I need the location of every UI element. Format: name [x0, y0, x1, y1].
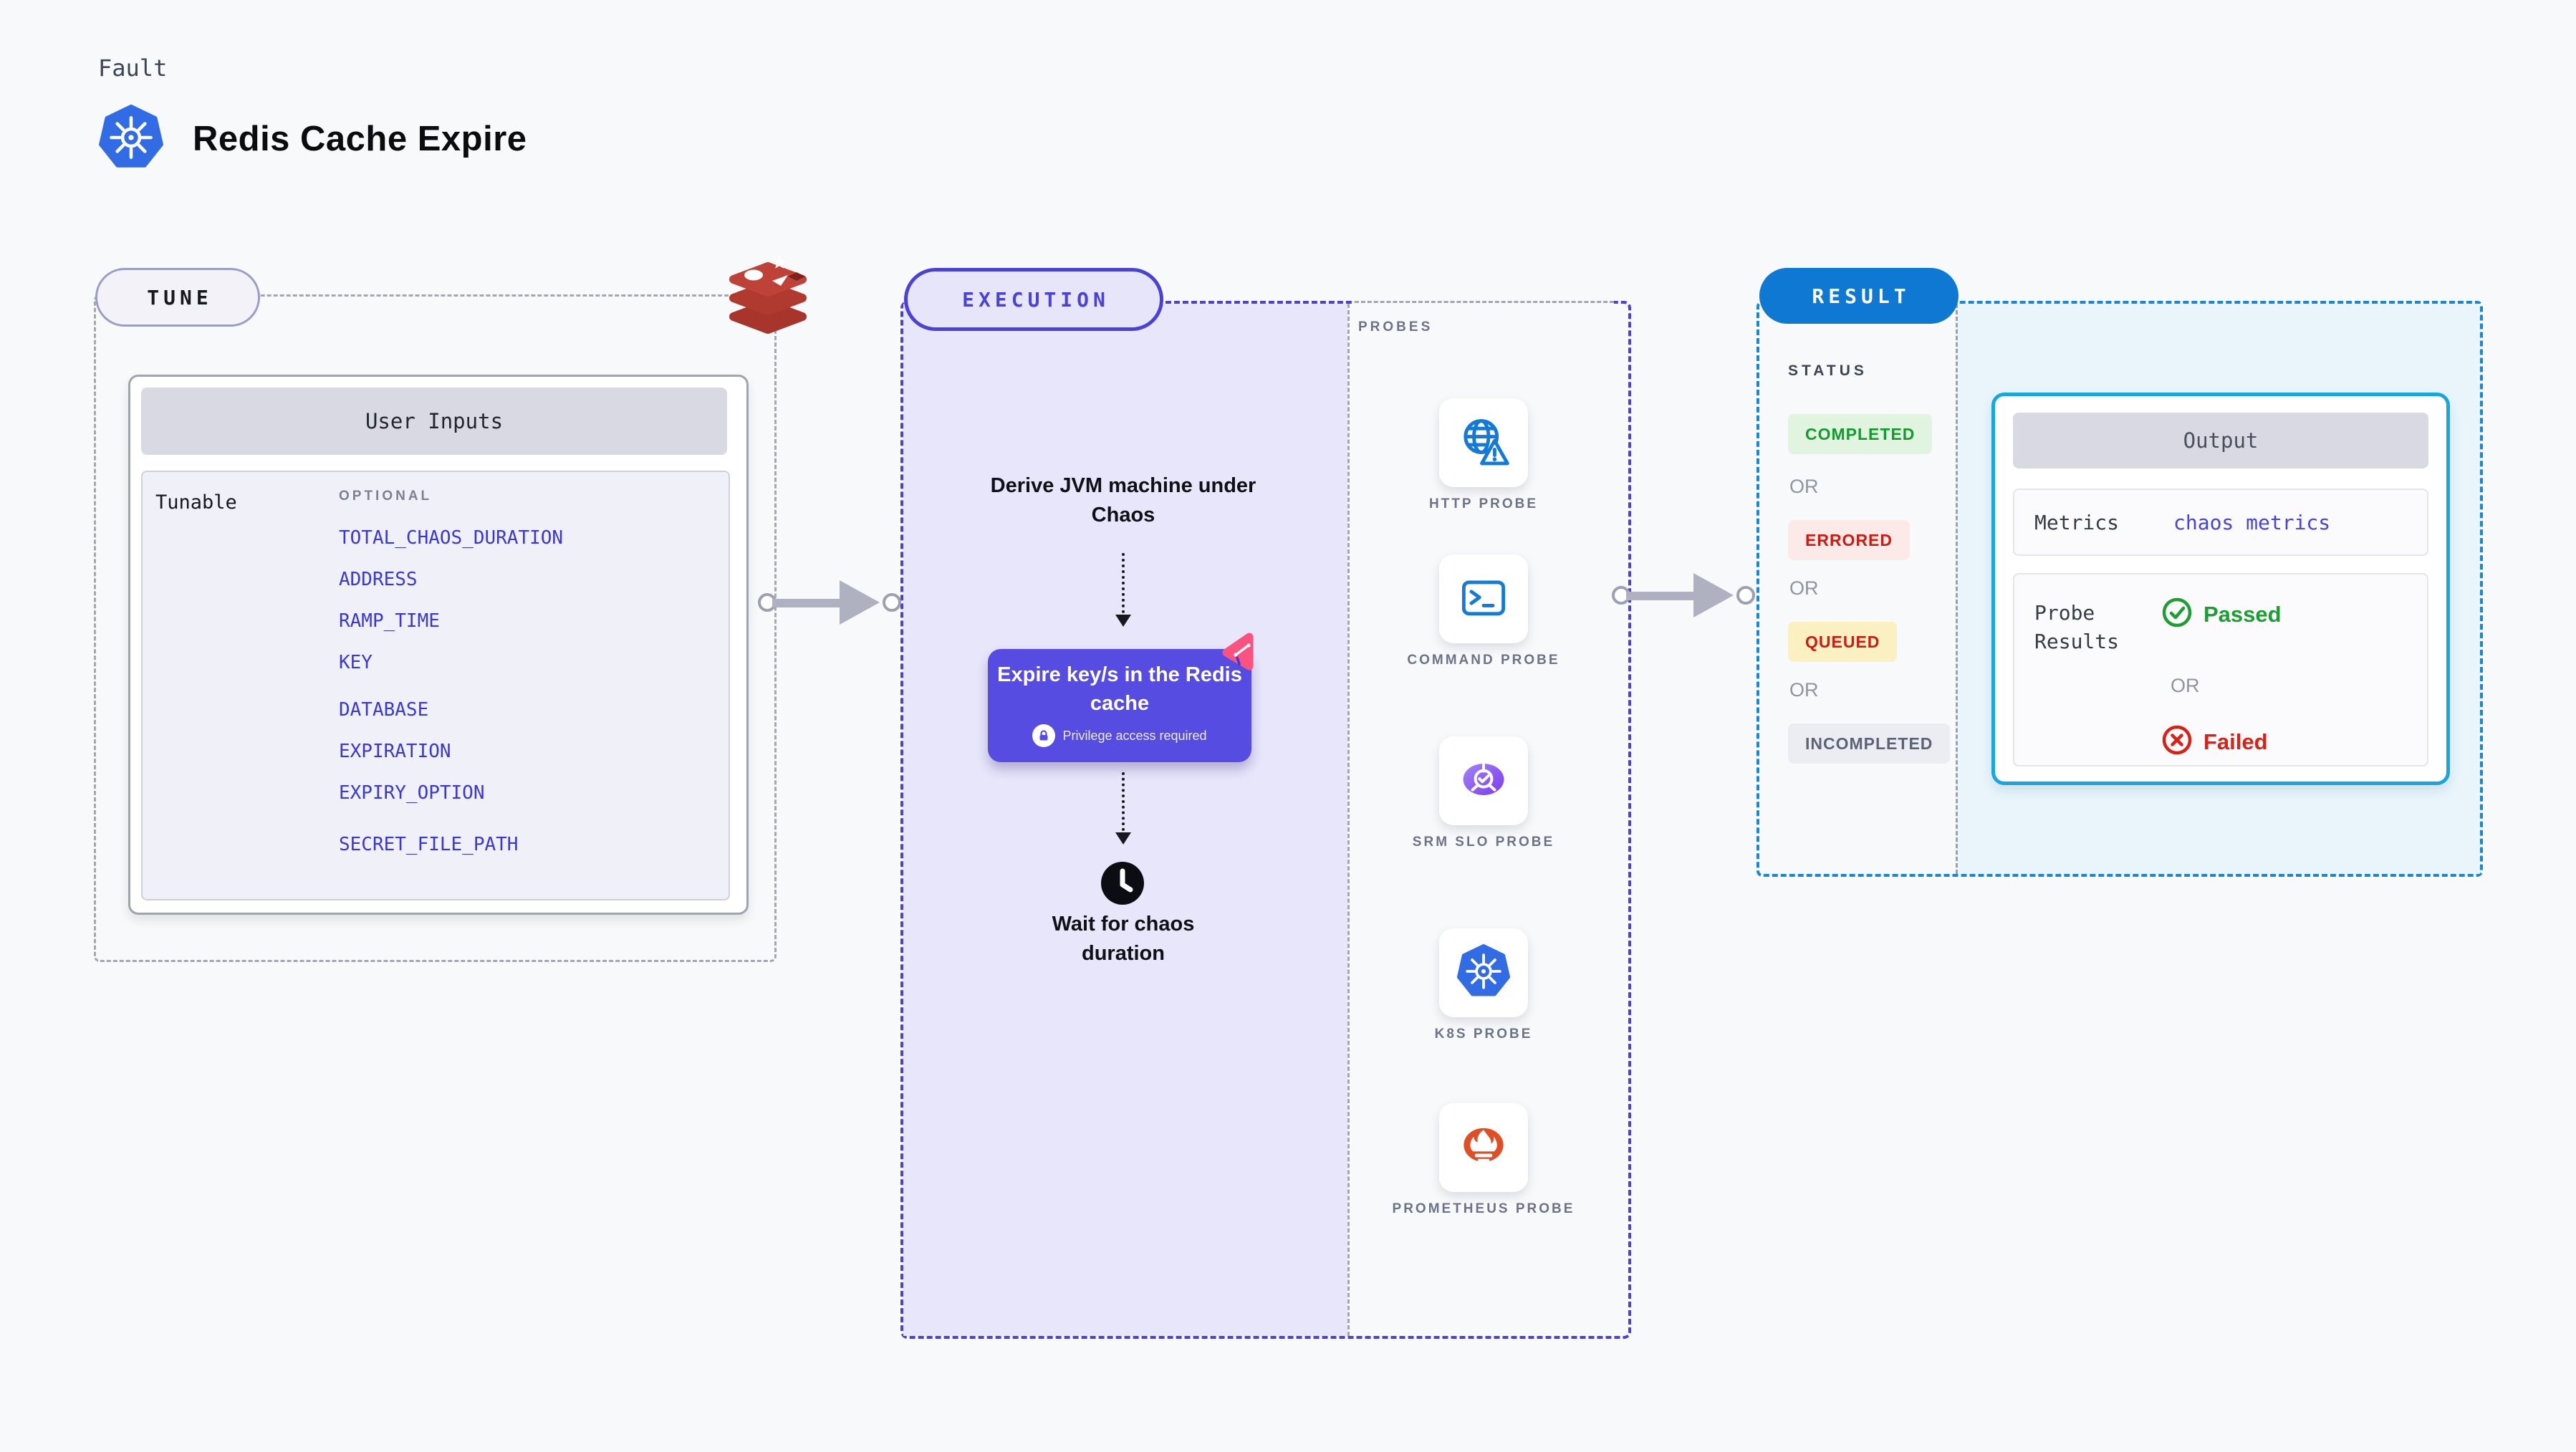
metrics-value[interactable]: chaos metrics: [2173, 510, 2331, 534]
tunable-item[interactable]: DATABASE: [339, 699, 429, 721]
flow-arrowhead: [1115, 615, 1131, 627]
probe-card-http[interactable]: [1439, 398, 1528, 487]
kubernetes-icon: [98, 104, 164, 174]
page-title-row: Redis Cache Expire: [98, 104, 527, 174]
chaos-flag-icon: [1218, 629, 1262, 677]
execution-to-result-arrow: [1612, 573, 1764, 623]
probe-label: SRM SLO PROBE: [1412, 835, 1555, 850]
connector-line: [1626, 592, 1698, 600]
probe-card-prometheus[interactable]: [1439, 1103, 1528, 1192]
slo-gauge-icon: [1456, 751, 1512, 811]
status-badge-completed: COMPLETED: [1788, 414, 1933, 454]
execution-step-wait: Wait for chaos duration: [1052, 913, 1195, 965]
tunable-item[interactable]: TOTAL_CHAOS_DURATION: [339, 527, 564, 549]
probe-results-row: Probe Results Passed OR Failed: [2013, 573, 2428, 766]
connector-line: [772, 599, 844, 607]
flow-dotted-line: [1122, 553, 1125, 613]
prometheus-icon: [1456, 1118, 1512, 1178]
x-circle-icon: [2161, 723, 2193, 760]
probe-card-srm-slo[interactable]: [1439, 736, 1528, 825]
execution-badge: EXECUTION: [904, 268, 1163, 331]
clock-icon: [1099, 860, 1146, 910]
execution-section-box: [900, 301, 1631, 1339]
or-separator: OR: [1789, 577, 1819, 599]
page-title: Redis Cache Expire: [193, 120, 527, 158]
connector-arrowhead: [1693, 573, 1734, 617]
probes-top-border: [1355, 301, 1614, 306]
probes-column-label: PROBES: [1358, 319, 1433, 335]
fault-action-card[interactable]: Expire key/s in the Redis cache Privileg…: [988, 649, 1251, 762]
failed-row: Failed: [2161, 723, 2268, 760]
or-separator: OR: [2171, 675, 2200, 696]
or-separator: OR: [1789, 679, 1819, 701]
tunable-item[interactable]: SECRET_FILE_PATH: [339, 834, 519, 855]
connector-arrowhead: [840, 580, 880, 625]
connector-end-node: [883, 593, 901, 612]
status-badge-queued: QUEUED: [1788, 622, 1898, 662]
probe-card-k8s[interactable]: [1439, 928, 1528, 1017]
probe-results-label: Probe Results: [2034, 601, 2120, 653]
tunable-item[interactable]: EXPIRY_OPTION: [339, 782, 485, 804]
failed-label: Failed: [2203, 729, 2268, 754]
flow-arrowhead: [1115, 832, 1131, 845]
flow-dotted-line: [1122, 772, 1125, 831]
probe-label: COMMAND PROBE: [1407, 653, 1560, 668]
tunable-row-label: Tunable: [155, 491, 237, 514]
or-separator: OR: [1789, 476, 1819, 497]
privilege-row: Privilege access required: [988, 724, 1251, 747]
optional-column-label: OPTIONAL: [339, 489, 433, 504]
check-circle-icon: [2161, 596, 2193, 633]
passed-label: Passed: [2203, 601, 2282, 627]
tunables-panel: [141, 471, 730, 900]
probe-card-command[interactable]: [1439, 554, 1528, 643]
kubernetes-icon: [1456, 943, 1511, 1002]
metrics-label: Metrics: [2034, 510, 2120, 534]
execution-step-derive: Derive JVM machine under Chaos: [990, 474, 1256, 527]
metrics-row: Metrics chaos metrics: [2013, 489, 2428, 556]
redis-icon: [718, 248, 818, 339]
passed-row: Passed: [2161, 596, 2282, 633]
lock-icon: [1032, 724, 1056, 747]
connector-end-node: [1736, 586, 1755, 605]
status-badge-incompleted: INCOMPLETED: [1788, 723, 1951, 764]
probe-label: HTTP PROBE: [1428, 496, 1539, 511]
fault-action-title: Expire key/s in the Redis cache: [997, 663, 1242, 715]
tunable-item[interactable]: EXPIRATION: [339, 741, 451, 762]
terminal-icon: [1456, 569, 1512, 629]
result-badge: RESULT: [1759, 268, 1959, 324]
page-kicker: Fault: [98, 54, 168, 82]
output-header: Output: [2013, 413, 2428, 468]
tune-section-box: [94, 294, 777, 962]
execution-flow-panel: [903, 304, 1347, 1336]
user-inputs-header: User Inputs: [141, 388, 727, 455]
status-column-label: STATUS: [1788, 362, 1868, 379]
probe-label: K8S PROBE: [1434, 1027, 1533, 1042]
tune-badge: TUNE: [95, 268, 260, 327]
tunable-item[interactable]: ADDRESS: [339, 569, 418, 590]
result-separator: [1956, 304, 1958, 874]
globe-alert-icon: [1456, 413, 1512, 473]
tunable-item[interactable]: KEY: [339, 652, 373, 673]
status-badge-errored: ERRORED: [1788, 520, 1911, 560]
probe-label: PROMETHEUS PROBE: [1392, 1201, 1575, 1216]
tunable-item[interactable]: RAMP_TIME: [339, 610, 440, 632]
tune-to-execution-arrow: [758, 580, 910, 630]
privilege-note: Privilege access required: [1062, 728, 1207, 743]
probes-separator: [1347, 304, 1350, 1336]
